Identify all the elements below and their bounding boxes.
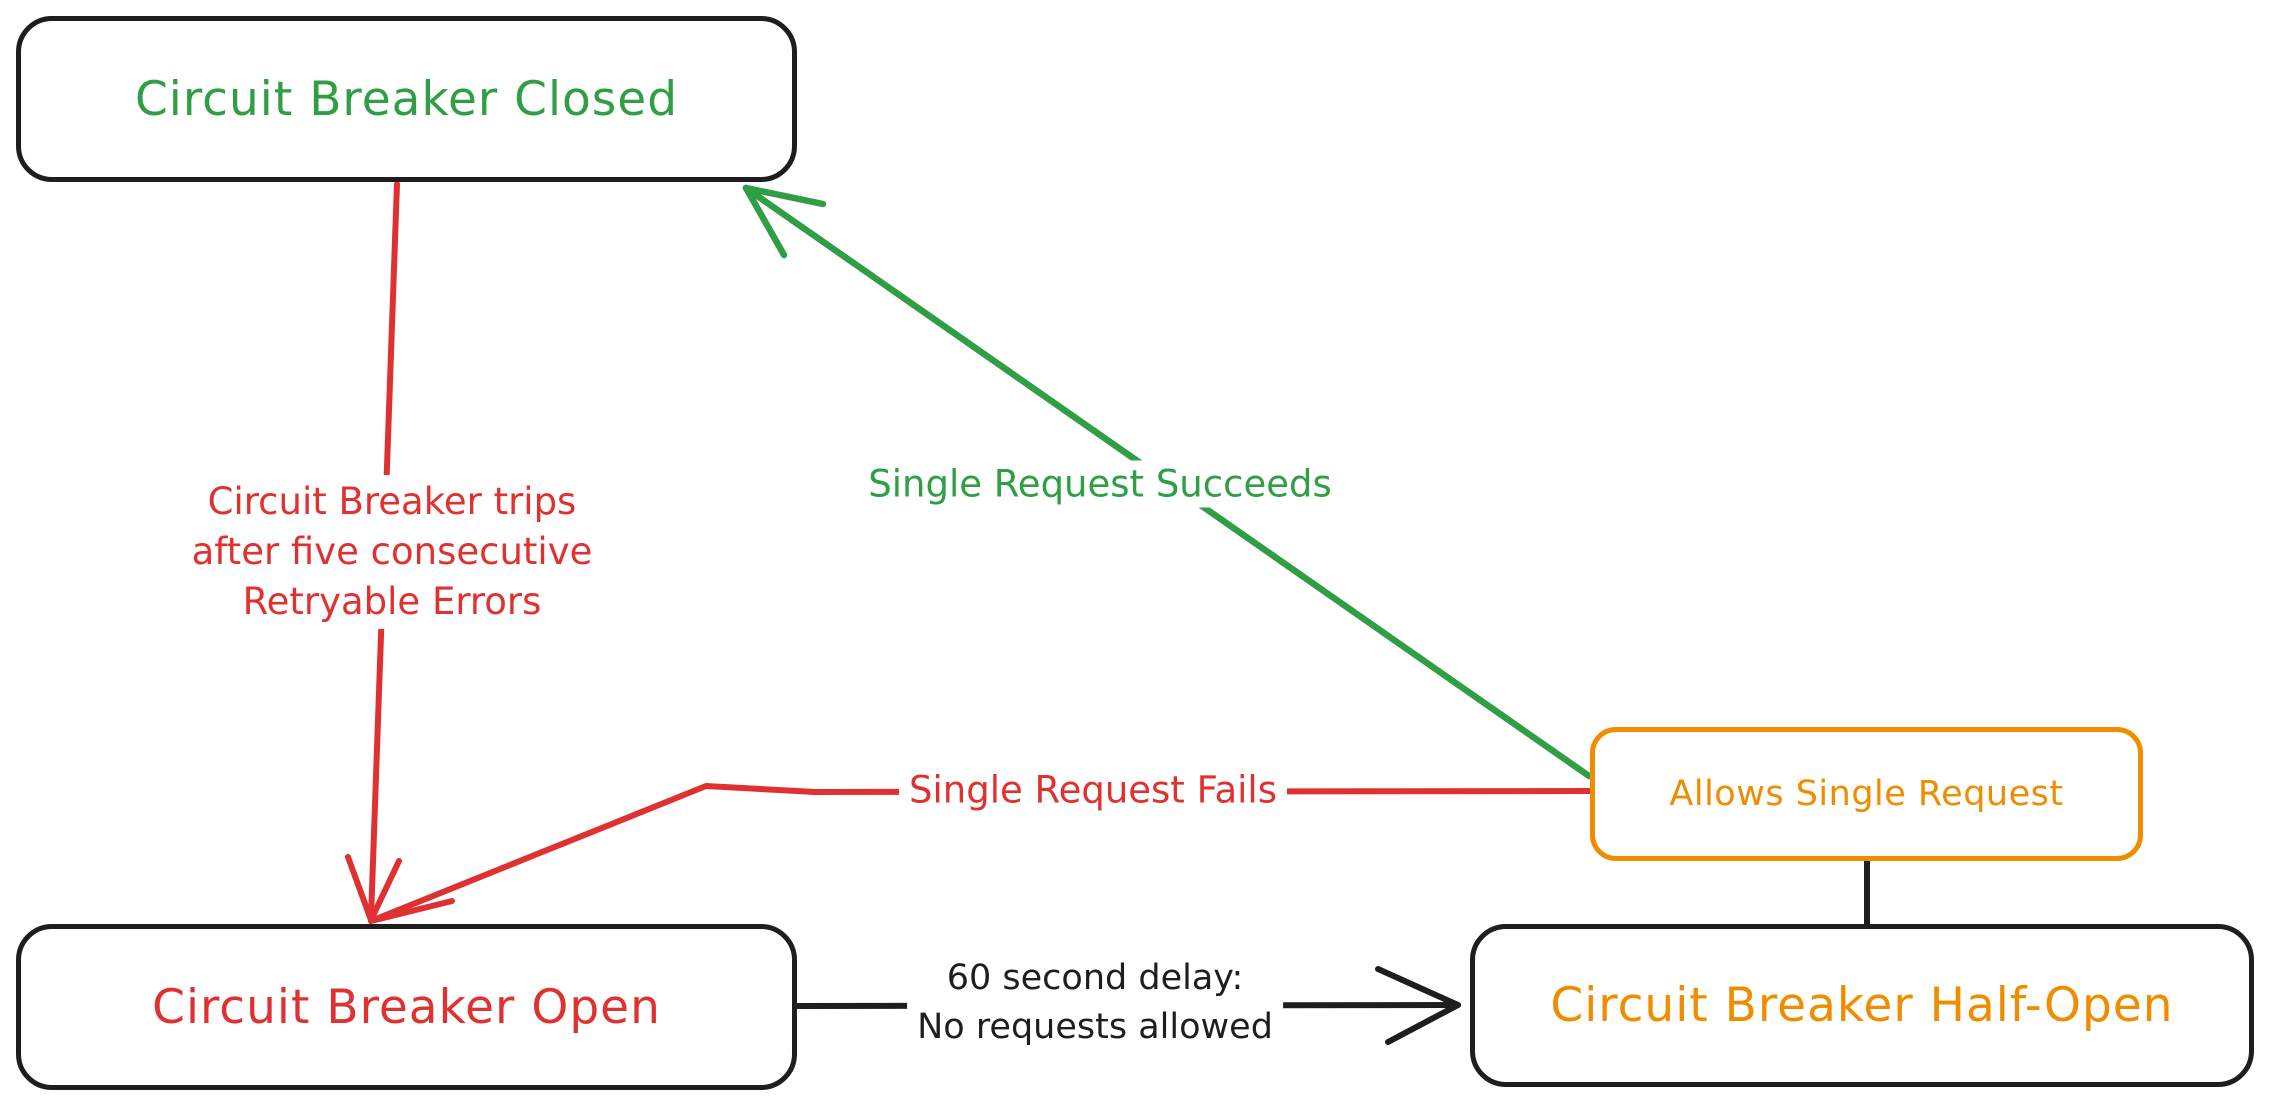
edge-label-delay: 60 second delay: No requests allowed	[907, 952, 1283, 1054]
edge-label-line: Circuit Breaker trips	[207, 480, 577, 523]
node-label: Circuit Breaker Half-Open	[1550, 978, 2174, 1033]
edge-label-fails: Single Request Fails	[899, 766, 1287, 814]
node-label: Circuit Breaker Closed	[134, 71, 679, 127]
node-circuit-breaker-open: Circuit Breaker Open	[16, 924, 797, 1090]
edge-label-line: after five consecutive	[191, 530, 593, 573]
node-label: Circuit Breaker Open	[152, 979, 661, 1035]
node-label: Allows Single Request	[1669, 774, 2064, 814]
edge-label-line: No requests allowed	[917, 1007, 1273, 1047]
edge-label-text: Single Request Fails	[909, 768, 1277, 812]
edge-label-text: Single Request Succeeds	[868, 462, 1332, 506]
edge-label-succeeds: Single Request Succeeds	[858, 460, 1342, 508]
edge-label-line: 60 second delay:	[946, 958, 1244, 998]
node-circuit-breaker-closed: Circuit Breaker Closed	[16, 16, 797, 182]
edge-label-line: Retryable Errors	[242, 580, 542, 623]
edge-label-trip: Circuit Breaker trips after five consecu…	[181, 475, 603, 629]
node-circuit-breaker-half-open: Circuit Breaker Half-Open	[1470, 924, 2254, 1087]
node-allows-single-request: Allows Single Request	[1590, 727, 2143, 861]
